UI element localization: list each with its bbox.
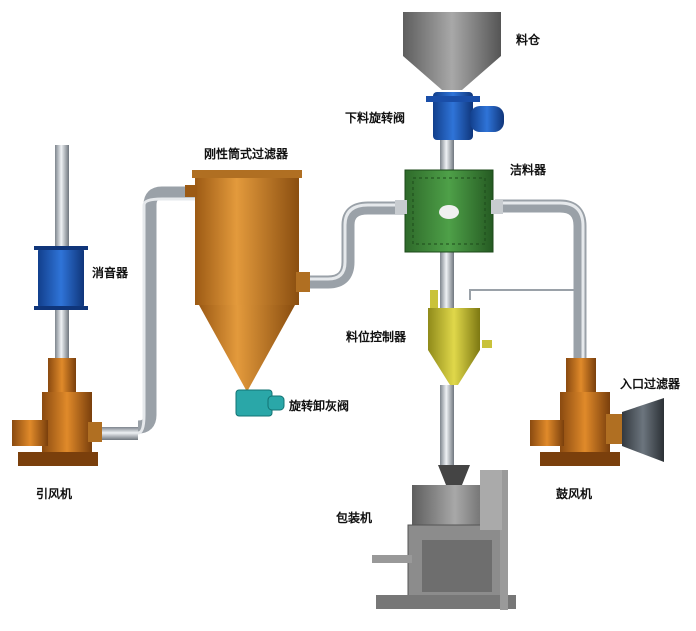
rigid-cartridge-filter <box>185 170 310 390</box>
packing-machine <box>372 465 516 610</box>
rotary-discharge-valve <box>235 389 285 417</box>
label-induced-fan: 引风机 <box>36 486 72 501</box>
label-cleaner: 洁料器 <box>510 162 547 177</box>
label-hopper: 料仓 <box>516 32 541 47</box>
labels: 料仓 下料旋转阀 刚性筒式过滤器 洁料器 消音器 料位控制器 旋转卸灰阀 入口过… <box>36 32 681 525</box>
label-inlet-filter: 入口过滤器 <box>620 376 681 391</box>
feed-rotary-valve <box>426 92 504 140</box>
piping <box>55 140 587 465</box>
cleaner <box>395 169 503 253</box>
label-discharge-valve: 旋转卸灰阀 <box>288 398 349 413</box>
level-controller <box>428 290 492 385</box>
label-level-controller: 料位控制器 <box>346 329 407 344</box>
label-silencer: 消音器 <box>92 265 129 280</box>
inlet-filter <box>622 398 664 462</box>
label-blower: 鼓风机 <box>556 486 592 501</box>
hopper <box>403 12 501 90</box>
blower <box>530 358 624 466</box>
silencer <box>34 246 88 310</box>
label-feed-valve: 下料旋转阀 <box>345 110 405 125</box>
label-filter: 刚性筒式过滤器 <box>204 146 289 161</box>
label-packer: 包装机 <box>335 510 372 525</box>
induced-draft-fan <box>12 358 102 466</box>
